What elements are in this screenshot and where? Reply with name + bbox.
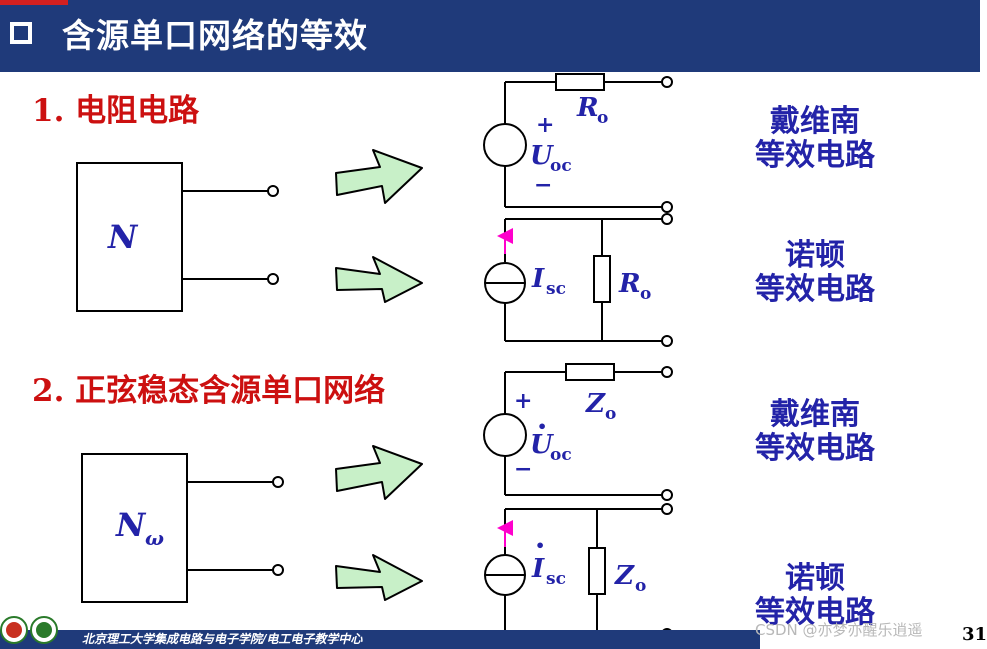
arrow-to-norton-2-icon bbox=[335, 554, 423, 601]
norton-label-1: 诺顿 等效电路 bbox=[740, 239, 890, 307]
arrow-to-thevenin-2-icon bbox=[335, 445, 423, 500]
footer-bar: 北京理工大学集成电路与电子学院/电工电子教学中心 bbox=[0, 630, 760, 649]
uoc-phasor-label: U bbox=[530, 430, 554, 460]
thevenin-label-2: 戴维南 等效电路 bbox=[740, 398, 890, 466]
isc-subscript: sc bbox=[546, 279, 566, 299]
title-bar: 含源单口网络的等效 bbox=[0, 0, 980, 72]
university-logo-icon bbox=[0, 616, 28, 644]
phasor-dot: • bbox=[537, 417, 547, 436]
minus-sign-2: − bbox=[514, 456, 532, 482]
square-bullet-icon bbox=[10, 22, 32, 44]
uoc-subscript: oc bbox=[550, 156, 572, 176]
zo-subscript: o bbox=[605, 404, 616, 424]
zo-subscript-2: o bbox=[635, 576, 646, 596]
network-label-n-omega: N bbox=[115, 506, 147, 544]
section-1-heading: 1. 电阻电路 bbox=[32, 93, 200, 129]
impedance-zo-2 bbox=[588, 547, 606, 595]
thevenin-circuit-1: + − U oc R o bbox=[483, 73, 673, 213]
norton-line2: 等效电路 bbox=[755, 595, 875, 630]
page-number: 31 bbox=[962, 624, 987, 645]
voltage-source-1 bbox=[483, 123, 527, 167]
thevenin-line1: 戴维南 bbox=[770, 397, 860, 432]
plus-sign-2: + bbox=[514, 388, 532, 414]
footer-institution: 北京理工大学集成电路与电子学院/电工电子教学中心 bbox=[82, 632, 363, 646]
thevenin-line2: 等效电路 bbox=[755, 138, 875, 173]
isc-phasor-label: I bbox=[531, 554, 545, 584]
norton-line1: 诺顿 bbox=[785, 561, 845, 596]
norton-circuit-2: • I sc Z o bbox=[484, 503, 673, 640]
ro-subscript: o bbox=[597, 108, 608, 128]
thevenin-label-1: 戴维南 等效电路 bbox=[740, 105, 890, 173]
norton-line1: 诺顿 bbox=[785, 238, 845, 273]
ro-label-2: R bbox=[618, 269, 641, 299]
plus-sign: + bbox=[536, 112, 554, 138]
section-2-heading: 2. 正弦稳态含源单口网络 bbox=[32, 373, 386, 409]
phasor-dot-2: • bbox=[535, 536, 545, 555]
network-subscript-omega: ω bbox=[145, 526, 164, 550]
zo-label-2: Z bbox=[614, 561, 635, 591]
resistor-ro-2 bbox=[593, 255, 611, 303]
title-accent bbox=[0, 0, 68, 5]
school-logo-icon bbox=[30, 616, 58, 644]
resistor-ro-1 bbox=[555, 73, 605, 91]
norton-label-2: 诺顿 等效电路 bbox=[740, 562, 890, 630]
voltage-source-2 bbox=[483, 413, 527, 457]
thevenin-line1: 戴维南 bbox=[770, 104, 860, 139]
thevenin-line2: 等效电路 bbox=[755, 431, 875, 466]
network-box-n-omega: N ω bbox=[81, 453, 284, 603]
ro-subscript-2: o bbox=[640, 284, 651, 304]
uoc-phasor-subscript: oc bbox=[550, 445, 572, 465]
minus-sign: − bbox=[534, 172, 552, 198]
csdn-watermark: CSDN @亦梦亦醒乐逍遥 bbox=[755, 621, 923, 639]
network-label-n: N bbox=[107, 218, 139, 256]
norton-line2: 等效电路 bbox=[755, 272, 875, 307]
page-title: 含源单口网络的等效 bbox=[62, 16, 368, 55]
ro-label: R bbox=[576, 93, 599, 123]
isc-label: I bbox=[531, 264, 545, 294]
arrow-to-norton-1-icon bbox=[335, 256, 423, 303]
arrow-to-thevenin-1-icon bbox=[335, 149, 423, 204]
norton-circuit-1: I sc R o bbox=[484, 213, 673, 347]
thevenin-circuit-2: + − • U oc Z o bbox=[483, 363, 673, 501]
zo-label: Z bbox=[585, 389, 606, 419]
network-box-n: N bbox=[76, 162, 279, 312]
uoc-label: U bbox=[530, 141, 554, 171]
impedance-zo-1 bbox=[565, 363, 615, 381]
isc-phasor-subscript: sc bbox=[546, 569, 566, 589]
